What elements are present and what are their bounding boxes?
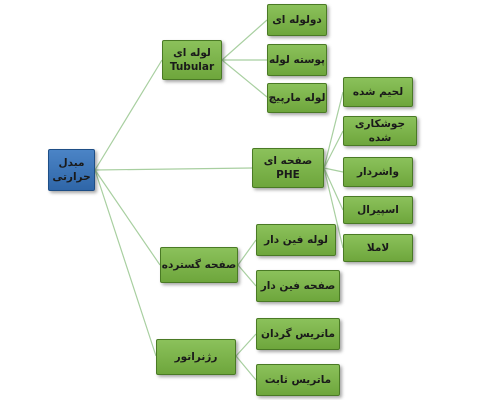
leaf-tubular-1: دولوله ای <box>267 4 327 36</box>
leaf-phe-1: لحیم شده <box>343 77 413 107</box>
leaf-phe-2: جوشکاری شده <box>343 116 417 146</box>
leaf-label: پوسته لوله <box>269 53 325 66</box>
leaf-label: دولوله ای <box>272 13 322 26</box>
leaf-label: ماتریس ثابت <box>264 373 332 386</box>
branch-tubular: لوله ای Tubular <box>162 40 222 80</box>
leaf-label: اسپیرال <box>357 203 399 216</box>
leaf-label: لوله مارپیچ <box>268 91 326 104</box>
connector-phe-2 <box>323 130 344 169</box>
connector-root-extended <box>94 169 161 266</box>
leaf-tubular-3: لوله مارپیچ <box>267 83 327 113</box>
branch-extended: صفحه گسترده <box>160 247 238 283</box>
branch-extended-label: صفحه گسترده <box>161 258 237 271</box>
leaf-tubular-2: پوسته لوله <box>267 44 327 76</box>
connector-root-tubular <box>94 59 163 171</box>
leaf-phe-4: اسپیرال <box>343 196 413 224</box>
leaf-label: جوشکاری شده <box>354 117 406 144</box>
branch-phe-label: صفحه ای <box>263 154 313 167</box>
root-node: مبدل حرارتی <box>48 149 95 191</box>
leaf-regenerator-2: ماتریس ثابت <box>256 364 340 396</box>
leaf-label: لحیم شده <box>352 85 404 98</box>
branch-regenerator-label: رژنراتور <box>174 350 218 363</box>
root-label: مبدل حرارتی <box>52 156 91 183</box>
connector-phe-5 <box>323 167 344 249</box>
connector-regenerator-2 <box>235 355 257 381</box>
leaf-phe-5: لاملا <box>343 234 413 262</box>
leaf-phe-3: واشردار <box>343 157 413 187</box>
connector-extended-2 <box>237 264 257 287</box>
connector-tubular-3 <box>221 59 268 98</box>
leaf-regenerator-1: ماتریس گردان <box>256 318 340 350</box>
leaf-label: واشردار <box>357 165 400 178</box>
branch-tubular-label: لوله ای <box>173 46 211 59</box>
connector-phe-1 <box>323 91 344 169</box>
connector-extended-1 <box>237 239 257 266</box>
branch-regenerator: رژنراتور <box>156 339 236 375</box>
leaf-label: ماتریس گردان <box>261 327 335 340</box>
connector-regenerator-1 <box>235 333 257 357</box>
connector-tubular-1 <box>221 19 268 61</box>
leaf-label: لوله فین دار <box>264 233 328 246</box>
leaf-extended-2: صفحه فین دار <box>256 270 340 302</box>
leaf-label: لاملا <box>366 241 390 254</box>
branch-phe: صفحه ای PHE <box>252 148 324 188</box>
branch-phe-sublabel: PHE <box>276 169 300 181</box>
connector-phe-4 <box>323 167 344 211</box>
connector-root-regenerator <box>94 169 157 357</box>
connector-root-phe <box>94 167 253 171</box>
branch-tubular-sublabel: Tubular <box>169 61 215 73</box>
connector-phe-3 <box>323 167 344 173</box>
leaf-extended-1: لوله فین دار <box>256 224 336 256</box>
leaf-label: صفحه فین دار <box>260 279 336 292</box>
